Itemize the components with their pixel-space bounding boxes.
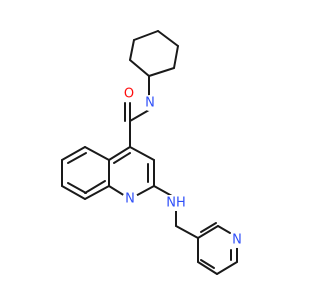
bond bbox=[67, 152, 87, 164]
atom-label: N bbox=[125, 192, 135, 207]
bond bbox=[61, 185, 86, 200]
bond bbox=[129, 59, 150, 77]
bond bbox=[157, 30, 179, 47]
bond bbox=[129, 109, 150, 122]
atom-label: N bbox=[232, 233, 242, 248]
bond bbox=[148, 67, 175, 77]
bond bbox=[108, 146, 131, 161]
atom-pyridine-nitrogen: N bbox=[229, 232, 245, 248]
bond bbox=[217, 225, 231, 234]
bond bbox=[84, 180, 106, 194]
bond bbox=[129, 39, 135, 61]
molecule-structure: N O NH N N bbox=[61, 30, 245, 275]
bond bbox=[200, 222, 217, 233]
atom-label: O bbox=[124, 87, 134, 102]
bond bbox=[129, 146, 155, 161]
bond bbox=[153, 185, 173, 197]
atom-labels: N O NH N N bbox=[121, 86, 245, 248]
bonds bbox=[61, 30, 238, 275]
atom-amide-nitrogen: N bbox=[142, 95, 158, 111]
atom-carbonyl-oxygen: O bbox=[121, 86, 137, 102]
bond bbox=[197, 261, 218, 275]
bond bbox=[200, 259, 215, 269]
atom-quinoline-nitrogen: N bbox=[122, 191, 138, 207]
bond bbox=[216, 261, 238, 275]
bond bbox=[133, 30, 159, 41]
atom-amine-nitrogen: NH bbox=[164, 195, 188, 211]
bond bbox=[175, 225, 199, 239]
atom-label: N bbox=[145, 96, 155, 111]
bond bbox=[61, 146, 86, 161]
bond bbox=[113, 152, 131, 164]
atom-label: NH bbox=[166, 196, 186, 211]
bond bbox=[84, 185, 110, 200]
bond bbox=[173, 45, 179, 69]
bond bbox=[197, 225, 219, 239]
bond bbox=[67, 182, 87, 194]
bond bbox=[84, 146, 110, 161]
